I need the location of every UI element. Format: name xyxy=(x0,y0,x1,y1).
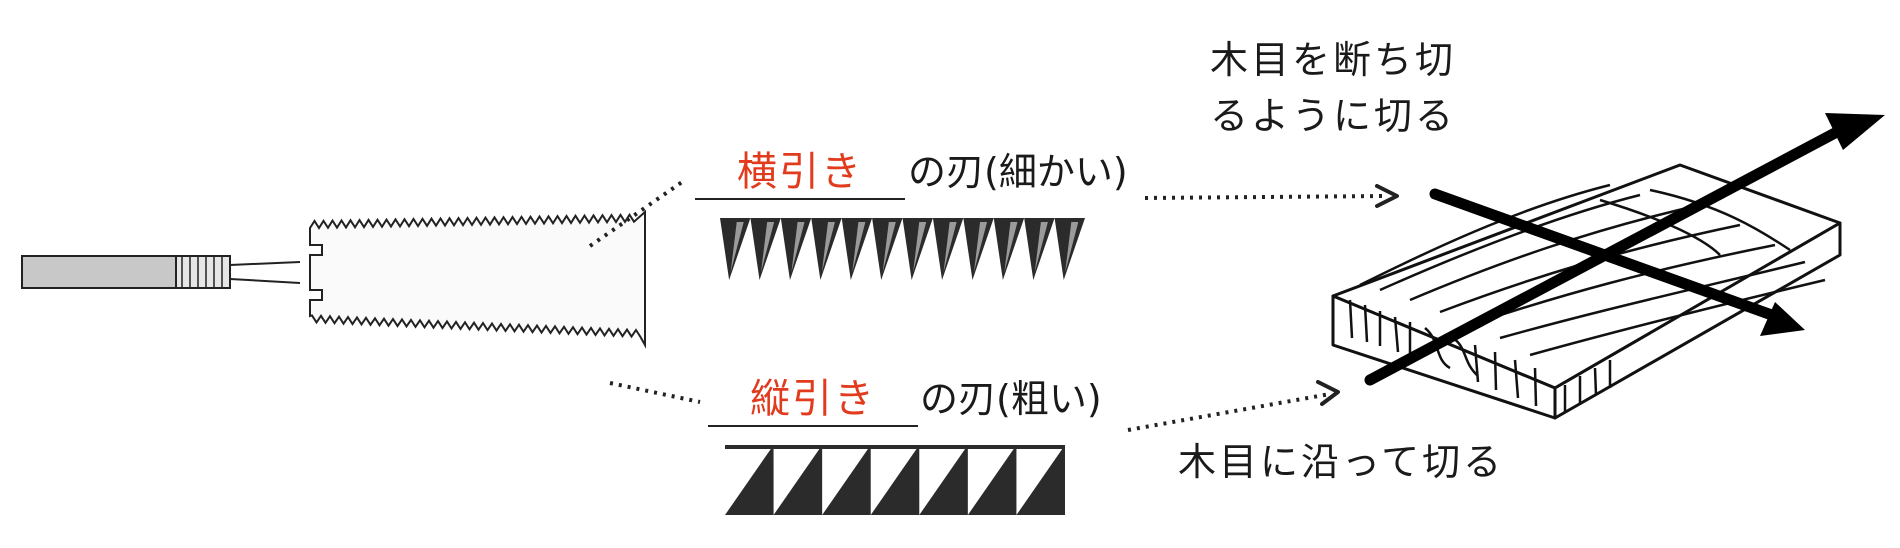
rip-note: 木目に沿って切る xyxy=(1178,440,1505,484)
double-edged-saw-icon xyxy=(21,209,646,349)
crosscut-answer: 横引き xyxy=(737,149,863,195)
arrow-heads xyxy=(1316,184,1399,406)
rip-teeth-icon xyxy=(725,445,1065,515)
crosscut-teeth-icon xyxy=(720,218,1085,280)
rip-tooth xyxy=(1016,445,1065,515)
rip-blank: 縦引き xyxy=(708,373,918,427)
rip-tooth xyxy=(870,445,920,515)
crosscut-tooth-bevel xyxy=(730,222,744,272)
crosscut-tooth-bevel xyxy=(791,222,805,272)
crosscut-suffix: の刃(細かい) xyxy=(908,150,1128,194)
rip-suffix: の刃(粗い) xyxy=(920,377,1102,421)
rip-tooth xyxy=(822,445,871,515)
crosscut-tooth-bevel xyxy=(761,222,775,272)
rip-answer: 縦引き xyxy=(750,376,876,422)
crosscut-tooth-bevel xyxy=(821,222,835,272)
arrow-tips xyxy=(1760,113,1885,336)
rip-tooth xyxy=(773,445,823,515)
crosscut-tooth-bevel xyxy=(1034,222,1048,272)
crosscut-tooth-bevel xyxy=(1004,222,1018,272)
crosscut-note-line1: 木目を断ち切 xyxy=(1210,38,1457,82)
rip-tooth xyxy=(967,445,1017,515)
crosscut-note-line2: るように切る xyxy=(1210,94,1457,138)
dotted-connectors xyxy=(588,178,1386,432)
wood-board-icon xyxy=(1331,163,1842,420)
rip-tooth xyxy=(725,445,774,515)
rip-teeth-spine xyxy=(725,445,1065,449)
crosscut-tooth-bevel xyxy=(1065,222,1079,272)
crosscut-tooth-bevel xyxy=(913,222,927,272)
crosscut-blank: 横引き xyxy=(695,146,905,200)
crosscut-tooth-bevel xyxy=(852,222,866,272)
crosscut-tooth-bevel xyxy=(943,222,957,272)
crosscut-tooth-bevel xyxy=(973,222,988,272)
crosscut-tooth-bevel xyxy=(882,222,896,272)
rip-tooth xyxy=(919,445,968,515)
grain-direction-arrows xyxy=(1364,119,1856,386)
